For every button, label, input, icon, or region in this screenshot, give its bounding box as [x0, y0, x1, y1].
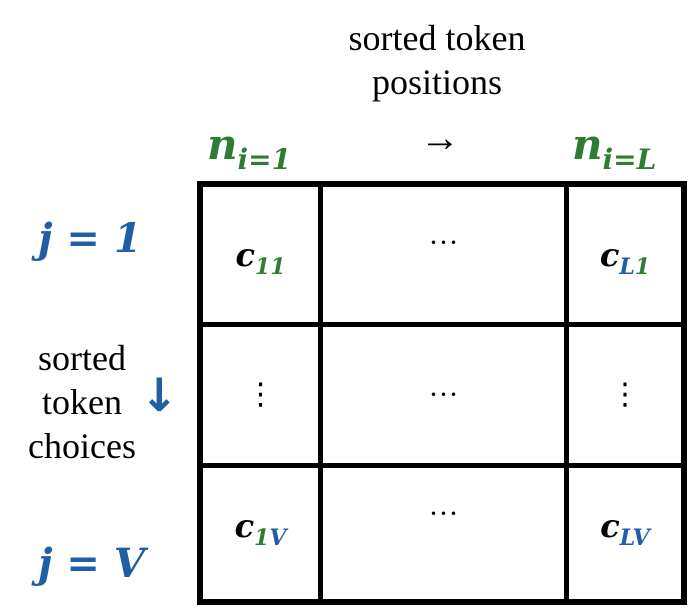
cell-r1c1-sub: 11: [254, 253, 286, 280]
cell-r3c1: c1V: [203, 468, 318, 599]
row-label-first: j = 1: [38, 215, 142, 262]
grid-divider-vertical-1: [318, 187, 323, 599]
cell-r2c3: ⋮: [569, 327, 681, 463]
cell-r1c2: ···: [323, 187, 564, 322]
cell-r3c3: cLV: [569, 468, 681, 599]
column-label-last: ni=L: [572, 120, 656, 176]
grid-divider-vertical-2: [564, 187, 569, 599]
grid-divider-horizontal-2: [203, 463, 681, 468]
left-label-line3: choices: [28, 426, 136, 466]
cell-r2c2: ···: [323, 327, 564, 463]
cell-r3c2-dots: ···: [428, 496, 459, 530]
matrix-grid: c11 ··· cL1 ⋮ ··· ⋮ c1V ··· cLV: [197, 181, 687, 605]
down-arrow-icon: ↓: [140, 368, 179, 422]
column-label-last-base: n: [572, 120, 603, 169]
cell-r3c3-base: c: [600, 506, 620, 545]
cell-r3c1-base: c: [234, 506, 255, 545]
top-label-line1: sorted token: [348, 18, 526, 58]
cell-r1c1: c11: [203, 187, 318, 322]
left-label-line1: sorted: [38, 338, 126, 378]
cell-r2c2-dots: ···: [428, 378, 459, 411]
cell-r3c1-sub-a: 1: [254, 524, 270, 551]
cell-r1c3-sub-b: 1: [634, 253, 651, 280]
cell-r1c3-base: c: [599, 235, 620, 274]
right-arrow-icon: →: [420, 115, 460, 160]
top-label-line2: positions: [371, 62, 503, 102]
cell-r3c2: ···: [323, 468, 564, 599]
column-label-first-base: n: [207, 120, 238, 169]
column-label-first: ni=1: [207, 120, 291, 176]
cell-r2c3-vdots: ⋮: [610, 377, 640, 412]
cell-r3c3-sub: LV: [619, 524, 650, 551]
cell-r2c1: ⋮: [203, 327, 318, 463]
cell-r1c3-sub-a: L: [619, 253, 635, 280]
cell-r1c1-base: c: [235, 235, 255, 274]
row-label-last: j = V: [38, 540, 145, 587]
grid-divider-horizontal-1: [203, 322, 681, 327]
left-label-line2: token: [42, 382, 122, 422]
cell-r2c1-vdots: ⋮: [245, 377, 276, 412]
cell-r1c3: cL1: [569, 187, 681, 322]
column-label-last-sub: i=L: [602, 143, 657, 176]
column-label-first-sub: i=1: [237, 143, 292, 176]
cell-r1c2-dots: ···: [428, 225, 459, 259]
cell-r3c1-sub-b: V: [269, 524, 287, 551]
